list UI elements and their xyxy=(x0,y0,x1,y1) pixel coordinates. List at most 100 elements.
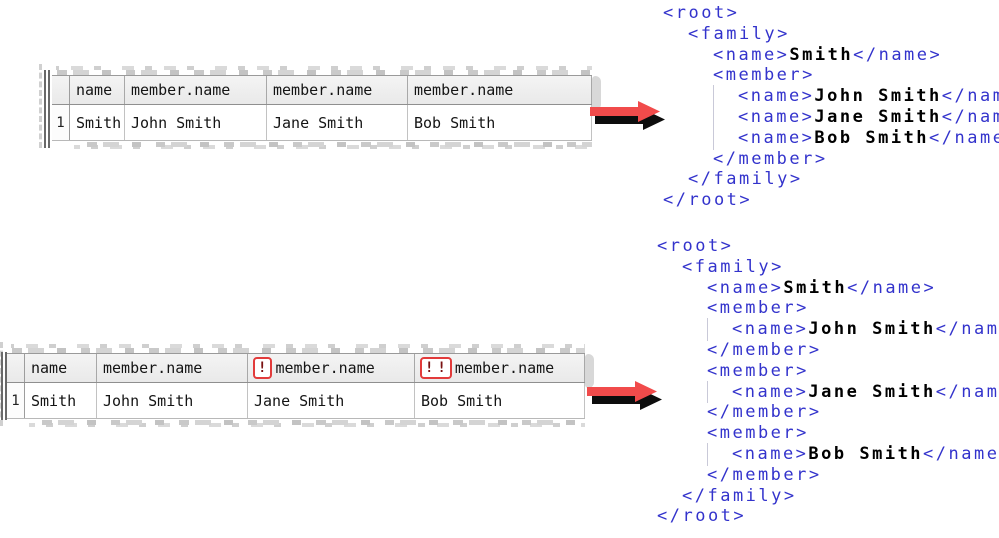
xml-tag: <name> xyxy=(732,381,809,402)
xml-line: </member> xyxy=(657,402,999,423)
xml-tag: <member> xyxy=(707,423,809,444)
arrow-red-shape xyxy=(587,381,657,402)
indent-guide xyxy=(713,126,714,150)
xml-tag: </root> xyxy=(657,506,747,527)
indent-guide xyxy=(707,380,708,404)
xml-output-merged-members: <root><family><name>Smith</name><member>… xyxy=(663,3,999,211)
column-header-label: name xyxy=(31,359,68,377)
row-number-cell[interactable]: 1 xyxy=(52,105,70,140)
xml-tag: </family> xyxy=(688,169,803,190)
scrollbar-remnant xyxy=(592,76,601,110)
grid-table-repeated-members: name member.name !member.name!!member.name… xyxy=(0,340,594,428)
scrollbar-remnant xyxy=(585,354,594,388)
xml-line: </member> xyxy=(663,149,999,170)
column-header[interactable]: name xyxy=(70,76,125,104)
grid-cell[interactable]: Smith xyxy=(70,105,125,140)
xml-value: Jane Smith xyxy=(814,106,942,127)
xml-line: </member> xyxy=(657,465,999,486)
xml-tag: <name> xyxy=(707,277,784,298)
xml-tag: </member> xyxy=(713,148,828,169)
xml-line: </family> xyxy=(663,169,999,190)
xml-tag: <name> xyxy=(738,127,815,148)
grid-cell[interactable]: Jane Smith xyxy=(267,105,408,140)
xml-line: </root> xyxy=(663,190,999,211)
table-left-double-border xyxy=(1,352,7,420)
column-header[interactable]: !!member.name xyxy=(415,354,585,382)
xml-line: <root> xyxy=(657,236,999,257)
xml-tag: </root> xyxy=(663,190,753,211)
grid-header-row: name member.name member.name member.name xyxy=(52,75,592,105)
column-header-label: member.name xyxy=(273,81,373,99)
indent-guide xyxy=(713,85,714,108)
xml-line: <name>Bob Smith</name> xyxy=(663,126,999,150)
xml-tag: </name> xyxy=(853,44,943,65)
xml-line: <name>Bob Smith</name> xyxy=(657,442,999,466)
xml-tag: <name> xyxy=(732,443,809,464)
xml-value: John Smith xyxy=(814,86,942,107)
row-number-header[interactable] xyxy=(52,76,70,104)
xml-line: <member> xyxy=(657,298,999,319)
row-number-cell[interactable]: 1 xyxy=(7,383,25,418)
xml-tag: </name> xyxy=(935,319,999,340)
xml-tag: </name> xyxy=(941,106,999,127)
torn-top-edge xyxy=(56,62,592,75)
table-left-double-border xyxy=(44,70,50,148)
xml-tag: <member> xyxy=(713,65,815,86)
xml-tag: </name> xyxy=(847,277,937,298)
grid-cell[interactable]: Bob Smith xyxy=(408,105,592,140)
xml-line: <name>Smith</name> xyxy=(657,278,999,299)
indent-guide xyxy=(707,318,708,341)
xml-line: <name>Jane Smith</name> xyxy=(657,380,999,404)
column-header[interactable]: member.name xyxy=(97,354,248,382)
column-header[interactable]: name xyxy=(25,354,97,382)
xml-value: Smith xyxy=(783,277,848,298)
grid-cell[interactable]: Jane Smith xyxy=(248,383,415,418)
grid-cell[interactable]: Bob Smith xyxy=(415,383,585,418)
xml-tag: <name> xyxy=(732,319,809,340)
indent-guide xyxy=(713,105,714,129)
xml-tag: </name> xyxy=(923,443,999,464)
grid-cell[interactable]: Smith xyxy=(25,383,97,418)
xml-line: </member> xyxy=(657,340,999,361)
xml-tag: </family> xyxy=(682,485,797,506)
xml-tag: </member> xyxy=(707,402,822,423)
column-header[interactable]: member.name xyxy=(125,76,267,104)
torn-bottom-edge xyxy=(74,141,592,150)
torn-bottom-edge xyxy=(29,419,585,428)
column-header-label: member.name xyxy=(103,359,203,377)
indent-guide xyxy=(707,442,708,466)
torn-left-edge xyxy=(39,64,42,148)
column-header[interactable]: !member.name xyxy=(248,354,415,382)
xml-output-repeated-members: <root><family><name>Smith</name><member>… xyxy=(657,236,999,527)
grid-cell[interactable]: John Smith xyxy=(125,105,267,140)
xml-line: <root> xyxy=(663,3,999,24)
torn-top-edge xyxy=(11,340,585,353)
xml-tag: </member> xyxy=(707,339,822,360)
arrow-icon xyxy=(587,381,662,410)
xml-tag: </name> xyxy=(935,381,999,402)
xml-value: Bob Smith xyxy=(808,443,924,464)
column-header-label: name xyxy=(76,81,113,99)
xml-line: <family> xyxy=(663,24,999,45)
xml-tag: <root> xyxy=(657,236,734,256)
arrow-red-shape xyxy=(590,101,660,122)
xml-line: <name>John Smith</name> xyxy=(657,318,999,341)
grid-header-row: name member.name !member.name!!member.name xyxy=(7,353,585,383)
xml-tag: <family> xyxy=(688,23,790,44)
column-header[interactable]: member.name xyxy=(408,76,592,104)
xml-line: <name>Jane Smith</name> xyxy=(663,105,999,129)
column-header[interactable]: member.name xyxy=(267,76,408,104)
xml-value: Smith xyxy=(789,44,854,65)
xml-line: <family> xyxy=(657,257,999,278)
xml-value: Bob Smith xyxy=(814,127,930,148)
row-number-header[interactable] xyxy=(7,354,25,382)
xml-value: Jane Smith xyxy=(808,381,936,402)
repeat-error-flag-icon: !! xyxy=(420,357,452,379)
grid-cell[interactable]: John Smith xyxy=(97,383,248,418)
xml-line: <member> xyxy=(657,423,999,444)
xml-line: <name>John Smith</name> xyxy=(663,85,999,108)
xml-line: </root> xyxy=(657,506,999,527)
